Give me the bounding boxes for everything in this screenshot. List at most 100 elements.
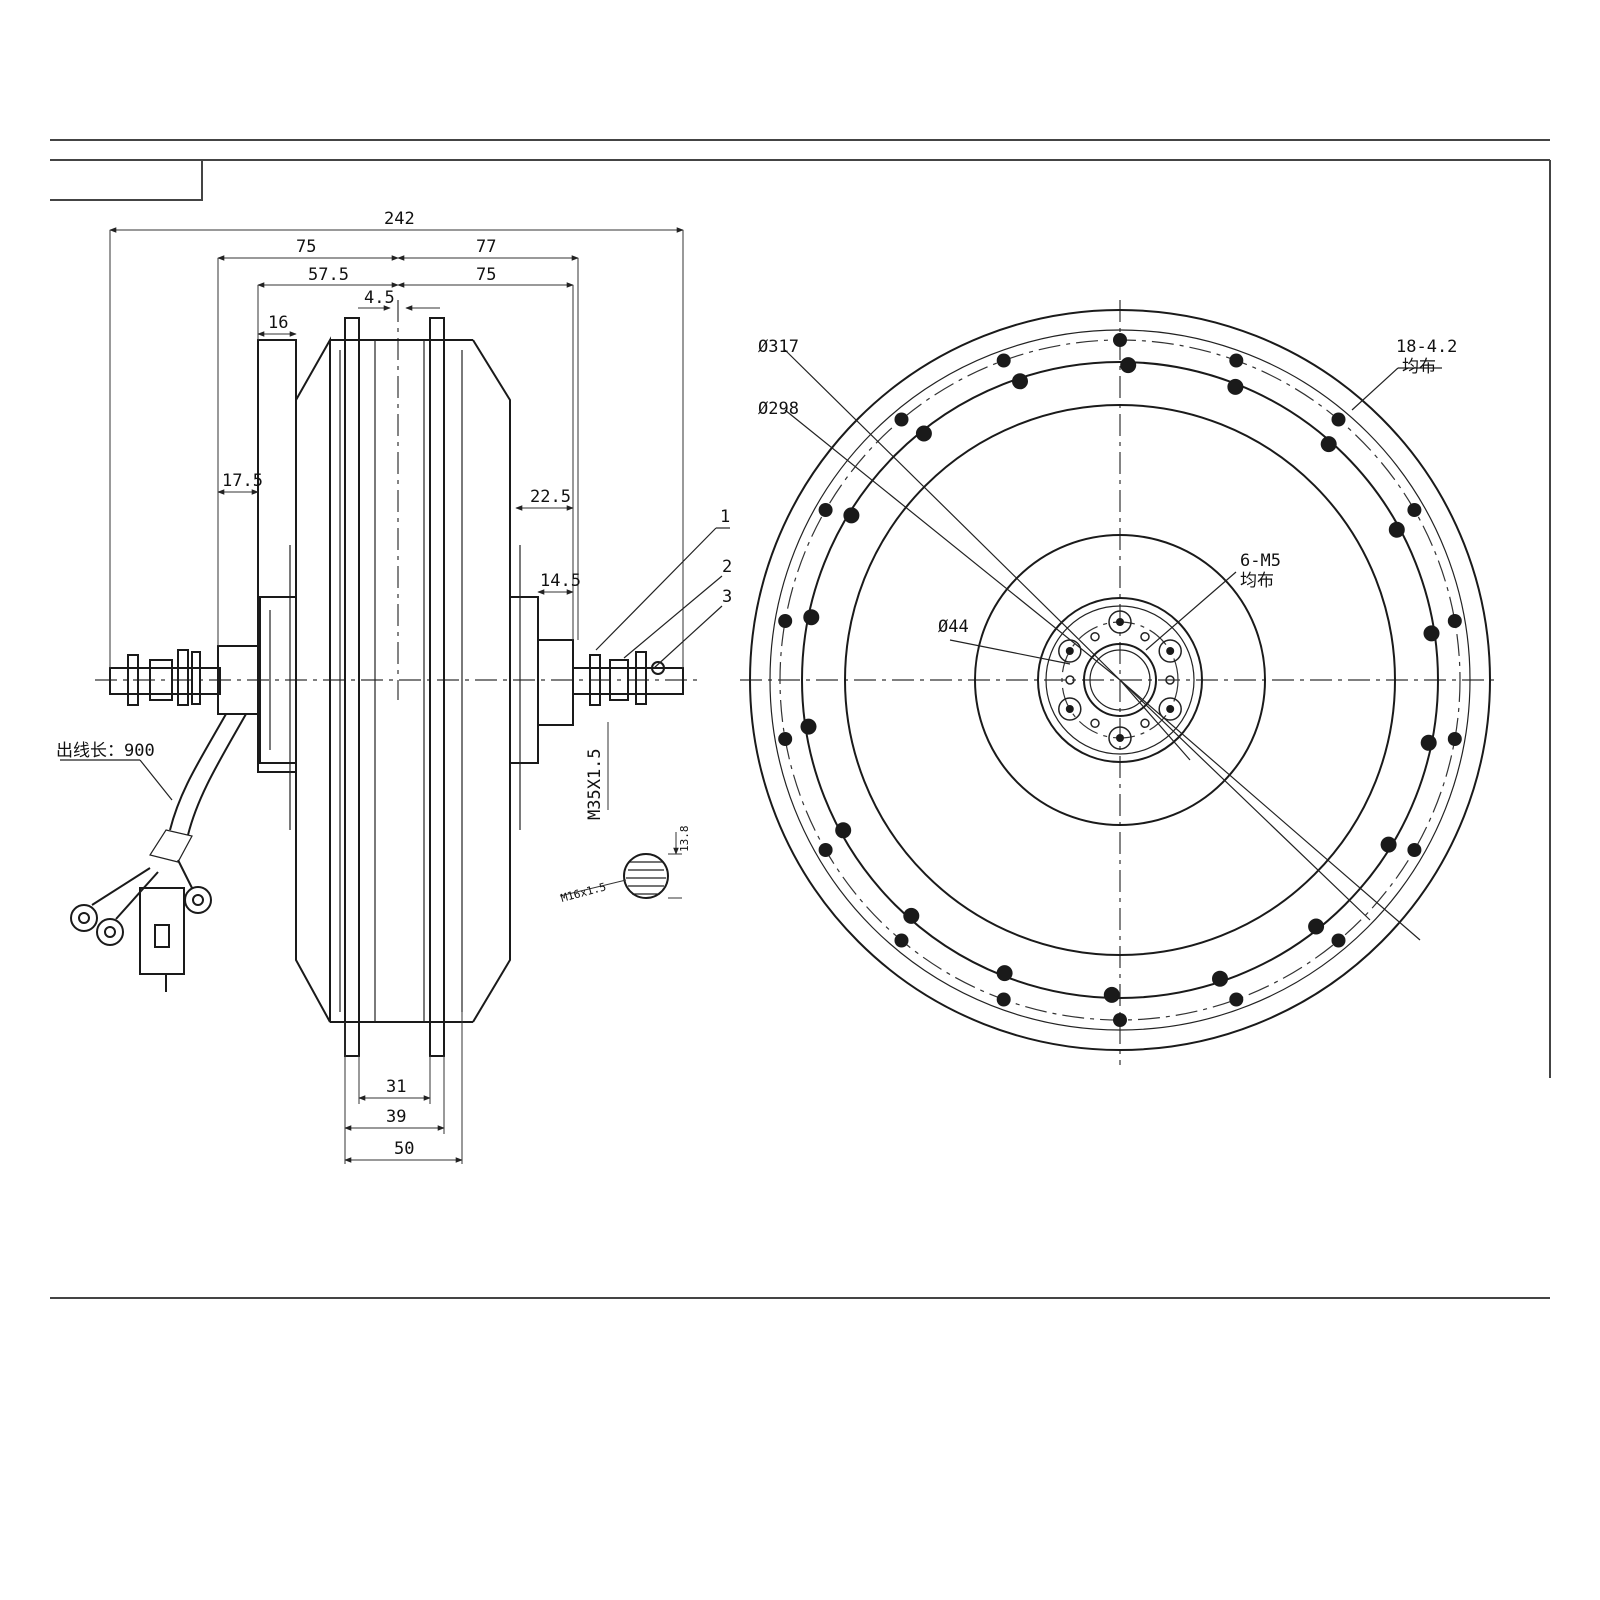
rim-bolt-hole xyxy=(894,412,909,427)
hall-connector xyxy=(139,887,185,975)
rim-bolt-hole xyxy=(1447,614,1462,628)
rim-bolt-hole xyxy=(1380,836,1397,853)
rim-bolt-hole xyxy=(903,907,920,924)
rim-bolt-hole xyxy=(835,822,852,839)
hub-bolt-holes xyxy=(1058,610,1182,750)
dim-rim-offset: 4.5 xyxy=(364,288,395,308)
rim-bolt-hole xyxy=(1120,357,1137,374)
rim-bolt-hole xyxy=(996,992,1011,1007)
dim-overall: 242 xyxy=(384,209,415,229)
rim-bolt-hole xyxy=(915,425,932,442)
rim-bolt-hole xyxy=(1308,918,1325,935)
hub-body-circle xyxy=(844,404,1396,956)
right-axle-nuts xyxy=(589,651,665,706)
outer-rim-circle xyxy=(749,309,1491,1051)
dim-mid-rim: 39 xyxy=(386,1107,406,1127)
hub-small-hole xyxy=(1065,675,1075,685)
dim-outer-rim: 50 xyxy=(394,1139,414,1159)
thread-section-detail: 13.8 M16x1.5 xyxy=(559,826,691,905)
dim-right-inner: 75 xyxy=(476,265,496,285)
hub-small-hole xyxy=(1140,631,1150,642)
hub-bolt-hole xyxy=(1108,726,1132,750)
hub-bolt-hole-core xyxy=(1116,734,1124,742)
rim-bolt-hole xyxy=(800,718,817,735)
pcd-diameter-label: Ø298 xyxy=(758,399,799,419)
rim-bolt-hole xyxy=(1229,353,1244,368)
rim-bolt-hole xyxy=(1320,436,1337,453)
dim-right-shaft: 22.5 xyxy=(530,487,571,507)
dim-right-hub: 14.5 xyxy=(540,571,581,591)
hub-bolt-hole xyxy=(1158,639,1182,663)
section-width-label: 13.8 xyxy=(678,826,691,853)
drawing-frame xyxy=(50,139,1551,1299)
hub-small-hole xyxy=(1090,718,1100,729)
front-view-leaders xyxy=(784,349,1442,941)
rim-bolt-hole xyxy=(1407,503,1422,517)
rim-bolt-hole xyxy=(1229,992,1244,1007)
rim-bolt-hole xyxy=(1407,843,1422,857)
rim-bolt-hole xyxy=(1103,986,1120,1003)
hub-bolt-hole-core xyxy=(1065,705,1074,713)
dimension-lines-top xyxy=(109,227,684,668)
hub-bolt-hole xyxy=(1058,697,1082,721)
hub-bolt-hole-core xyxy=(1166,705,1175,713)
part-callouts: 1 2 3 xyxy=(595,507,732,669)
rim-bolt-hole xyxy=(1420,734,1437,751)
rim-flange-right xyxy=(429,317,445,1057)
dim-left-shaft: 17.5 xyxy=(222,471,263,491)
dimension-lines-side xyxy=(217,489,609,810)
rim-bolt-hole xyxy=(1113,1013,1127,1027)
hub-bolt-hole xyxy=(1108,610,1132,634)
rim-bolt-hole xyxy=(1423,625,1440,642)
outer-diameter-label: Ø317 xyxy=(758,337,799,357)
title-block-tab xyxy=(50,159,203,201)
rim-bolt-hole xyxy=(1227,378,1244,395)
rim-bolt-hole xyxy=(1388,521,1405,538)
bolt-holes-label: 18-4.2 xyxy=(1396,337,1457,357)
rim-bolt-hole xyxy=(1012,373,1028,390)
rim-bolt-hole xyxy=(996,965,1013,982)
hub-holes-label: 6-M5 xyxy=(1240,551,1281,571)
left-axle-nuts xyxy=(127,649,201,706)
left-cover xyxy=(257,339,297,773)
bolt-holes-note: 均布 xyxy=(1402,357,1436,377)
hub-bolt-hole-core xyxy=(1166,647,1175,655)
hub-small-hole xyxy=(1165,675,1175,685)
dim-flange-left: 16 xyxy=(268,313,288,333)
hub-small-hole xyxy=(1140,718,1150,729)
cable-length-label: 出线长：900 xyxy=(56,741,155,761)
thread-main-label: M35X1.5 xyxy=(585,748,605,820)
rim-bolt-hole xyxy=(818,843,833,857)
side-view: 242 75 77 57.5 75 4.5 16 17.5 22.5 14.5 … xyxy=(56,209,732,1164)
rim-bolt-hole xyxy=(1331,933,1346,948)
rim-bolt-hole xyxy=(818,503,833,517)
left-hub-collar xyxy=(217,645,261,715)
rim-bolt-hole xyxy=(894,933,909,948)
dim-left-inner: 57.5 xyxy=(308,265,349,285)
callout-2: 2 xyxy=(722,557,732,577)
right-hub-collar xyxy=(537,639,574,726)
hub-diameter-label: Ø44 xyxy=(938,617,969,637)
rim-bolt-hole xyxy=(1331,412,1346,427)
rim-bolt-hole xyxy=(1113,333,1127,347)
callout-3: 3 xyxy=(722,587,732,607)
hub-bolt-hole xyxy=(1158,697,1182,721)
rim-bolt-hole xyxy=(778,732,793,746)
rim-bolt-hole xyxy=(1212,970,1228,987)
cable-terminals xyxy=(70,859,212,992)
dimension-lines-bottom xyxy=(344,1012,463,1164)
dim-right-half: 77 xyxy=(476,237,496,257)
axle-bore-circle xyxy=(1083,643,1157,717)
rim-bolt-hole xyxy=(778,614,793,628)
rim-lip-circle xyxy=(769,329,1471,1031)
rim-inner-circle xyxy=(801,361,1439,999)
cover-circle xyxy=(974,534,1266,826)
dim-left-half: 75 xyxy=(296,237,316,257)
rim-bolt-hole xyxy=(1447,732,1462,746)
hub-flange-circle xyxy=(1037,597,1203,763)
rim-bolt-hole xyxy=(803,609,820,626)
hub-holes-note: 均布 xyxy=(1240,571,1274,591)
thread-section-label: M16x1.5 xyxy=(559,880,607,905)
front-view: Ø317 Ø298 18-4.2 均布 6-M5 均布 Ø44 xyxy=(740,300,1500,1065)
